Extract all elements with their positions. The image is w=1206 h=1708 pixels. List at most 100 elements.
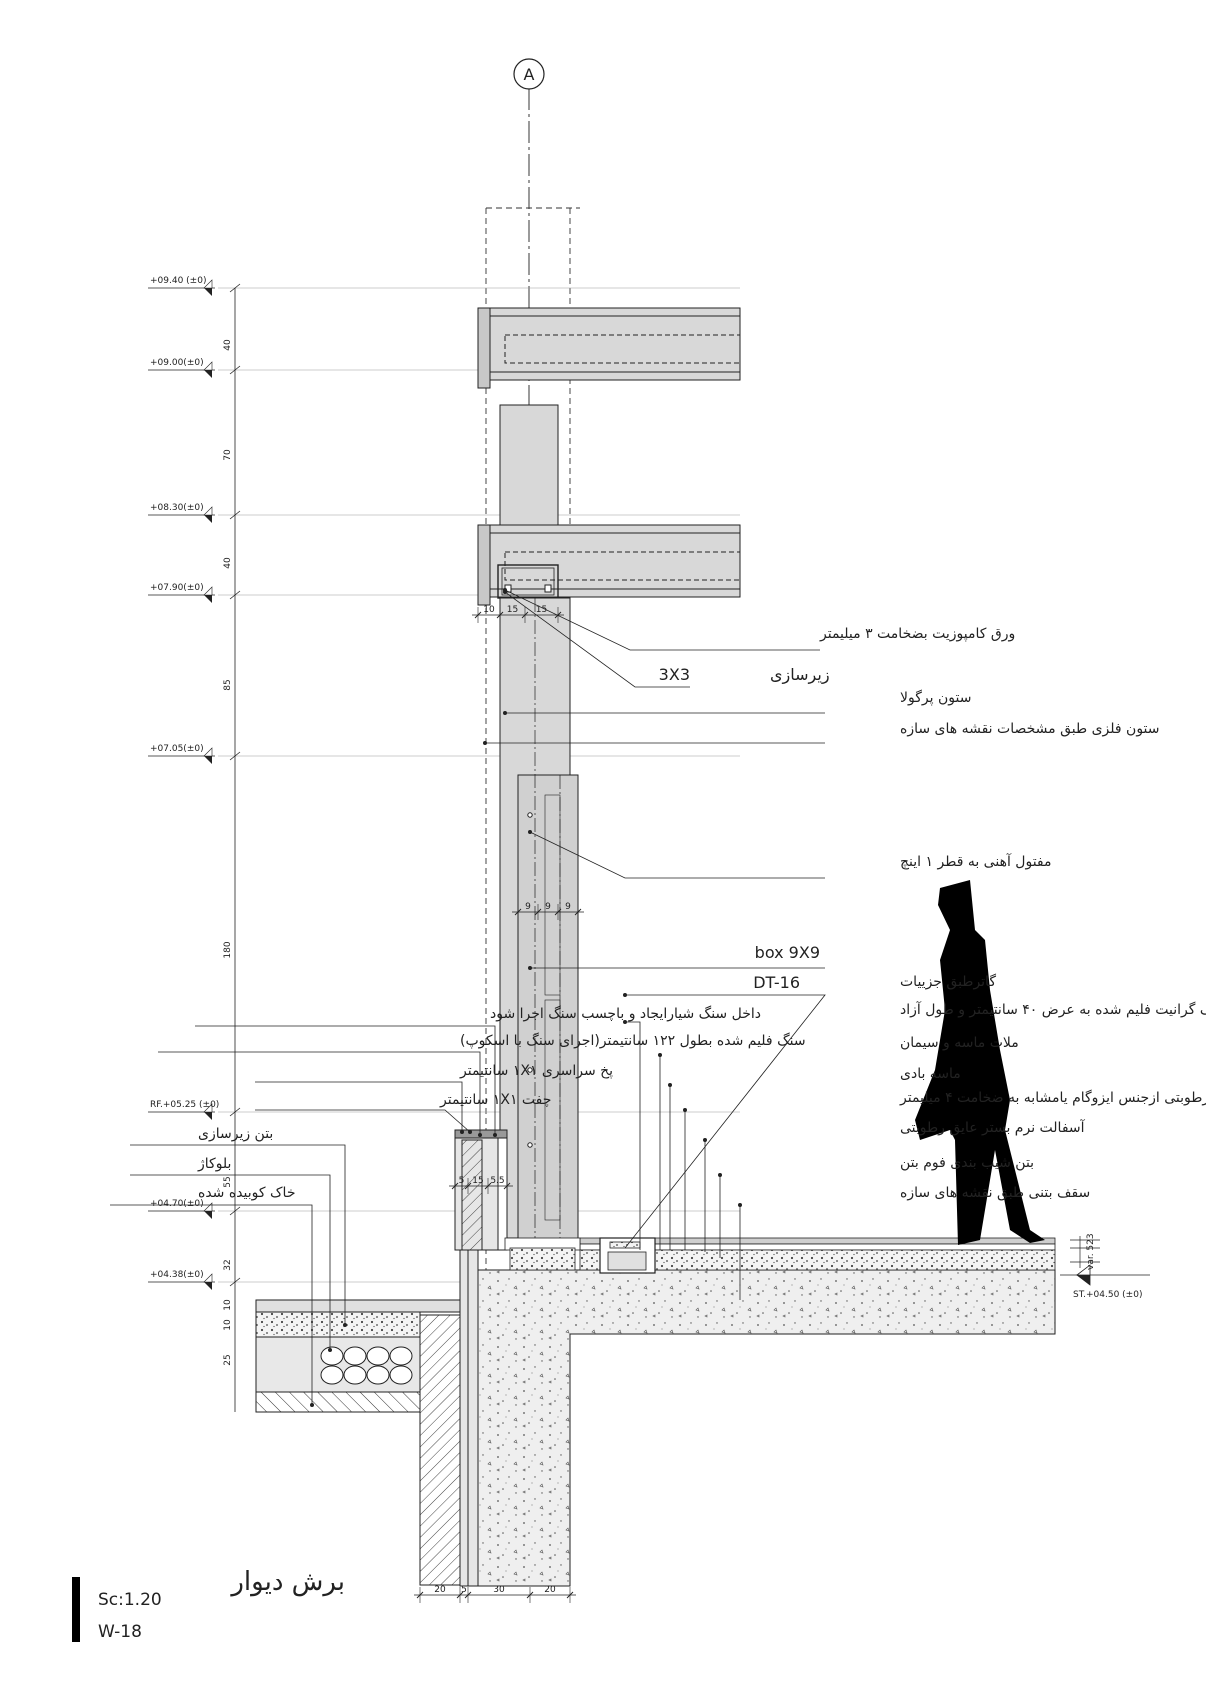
annotation-left: بلوکاژ [197, 1156, 231, 1172]
annotation-left: داخل سنگ شیارایجاد و باچسب سنگ اجرا شود [490, 1005, 761, 1022]
annotation-left: چفت ۱X۱ سانتیمتر [439, 1092, 551, 1108]
leader-dot [478, 1133, 482, 1137]
level-triangle [204, 756, 212, 764]
vertical-dimension-label: 85 [223, 679, 233, 690]
stone [389, 1365, 413, 1385]
annotation-left: پخ سراسری ۱X۱ سانتیمتر [459, 1063, 613, 1079]
leader-dot [738, 1203, 742, 1207]
stone [366, 1365, 390, 1385]
leader [130, 1144, 346, 1325]
leader-dot [503, 590, 507, 594]
dim-tick [229, 1277, 241, 1287]
drawing-title: برش دیوار [229, 1567, 345, 1597]
level-triangle [203, 1202, 213, 1212]
leader-dot [343, 1323, 347, 1327]
level-triangle [204, 595, 212, 603]
leader-dot [658, 1053, 662, 1057]
annotation-right: مفتول آهنی به قطر ۱ اینچ [900, 853, 1052, 870]
annotation-right: آسفالت نرم بستر عایق رطوبتی [900, 1119, 1086, 1136]
dim-tick [566, 1591, 574, 1599]
leader-dot [528, 830, 532, 834]
dim-tick [521, 611, 529, 619]
dim-tick [496, 611, 504, 619]
annotations-left: داخل سنگ شیارایجاد و باچسب سنگ اجرا شود س… [197, 1005, 806, 1201]
slab-and-foundation [419, 1249, 1056, 1587]
level-triangle [203, 1273, 213, 1283]
leader-lines [110, 588, 826, 1407]
stone [366, 1346, 390, 1366]
level-label: +08.30(±0) [150, 503, 204, 513]
dimension-label: 15 [472, 1176, 483, 1186]
right-dimension-label: var. 523 [1086, 1233, 1096, 1270]
dim-tick [503, 1182, 511, 1190]
annotation-right: سنگ گرانیت فلیم شده به عرض ۴۰ سانتیمتر و… [900, 1001, 1206, 1018]
parapet-wall [454, 1129, 508, 1251]
leader [624, 994, 826, 1249]
steel-column [499, 597, 579, 1246]
level-label: +09.00(±0) [150, 358, 204, 368]
annotations-right: ورق کامپوزیت بضخامت ۳ میلیمترزیرسازی3X3س… [659, 626, 1206, 1201]
leader [529, 831, 825, 879]
dim-tick [229, 1206, 241, 1216]
level-triangle [204, 1282, 212, 1290]
upper-pergola-beam [477, 307, 741, 389]
scale-label: Sc:1.20 [98, 1590, 162, 1610]
level-label: +04.70(±0) [150, 1199, 204, 1209]
dim-tick [451, 1182, 459, 1190]
stone [320, 1346, 344, 1366]
level-label: +09.40 (±0) [150, 276, 206, 286]
level-triangle [204, 515, 212, 523]
leader-dot [623, 993, 627, 997]
annotation-right: ستون پرگولا [900, 689, 971, 706]
annotation-right: بتن شیب بندی فوم بتن [900, 1155, 1034, 1171]
annotation-right: ورق کامپوزیت بضخامت ۳ میلیمتر [819, 626, 1015, 642]
dimension-label: 15 [507, 605, 518, 615]
level-triangle [203, 506, 213, 516]
annotation-right: ستون فلزی طبق مشخصات نقشه های سازه [900, 721, 1160, 737]
dim-tick [416, 1591, 424, 1599]
stone [343, 1346, 367, 1366]
ground-level-marker [1060, 1264, 1150, 1286]
vertical-dimension-label: 25 [223, 1354, 233, 1365]
level-markers: +09.40 (±0)+09.00(±0)+08.30(±0)+07.90(±0… [148, 276, 241, 1290]
grid-label: A [524, 65, 535, 84]
dim-tick [464, 1182, 472, 1190]
dim-tick [484, 1182, 492, 1190]
annotation-left: خاک کوبیده شده [198, 1185, 295, 1201]
dim-tick [229, 590, 241, 600]
sheet-number: W-18 [98, 1622, 142, 1642]
human-figure [915, 880, 1045, 1245]
dimension-label: 20 [434, 1585, 446, 1595]
dim-tick [526, 1591, 534, 1599]
leader-dot [668, 1083, 672, 1087]
level-triangle [203, 361, 213, 371]
leader-dot [703, 1138, 707, 1142]
pergola-column [499, 404, 559, 526]
level-triangle [203, 279, 213, 289]
stone [343, 1365, 367, 1385]
leader [625, 1021, 641, 1250]
leader [130, 1174, 331, 1350]
leader-dot [623, 1020, 627, 1024]
vertical-dimension-label: 40 [223, 557, 233, 569]
leader [255, 1081, 463, 1132]
stone [320, 1365, 344, 1385]
level-triangle [204, 1112, 212, 1120]
annotation-left: سنگ فلیم شده بطول ۱۲۲ سانتیمتر(اجرای سنگ… [460, 1032, 806, 1049]
annotation-right: 3X3 [659, 665, 690, 684]
leader [110, 1204, 313, 1405]
dim-tick [229, 751, 241, 761]
level-triangle [203, 747, 213, 757]
dim-tick [574, 908, 582, 916]
level-triangle [204, 288, 212, 296]
leader-dot [468, 1130, 472, 1134]
leader [504, 591, 690, 688]
dimension-label: 15 [536, 605, 547, 615]
level-triangle [203, 586, 213, 596]
roof-layers [504, 1237, 1056, 1274]
leader-dot [310, 1403, 314, 1407]
vertical-dimension-label: 10 [223, 1319, 233, 1331]
